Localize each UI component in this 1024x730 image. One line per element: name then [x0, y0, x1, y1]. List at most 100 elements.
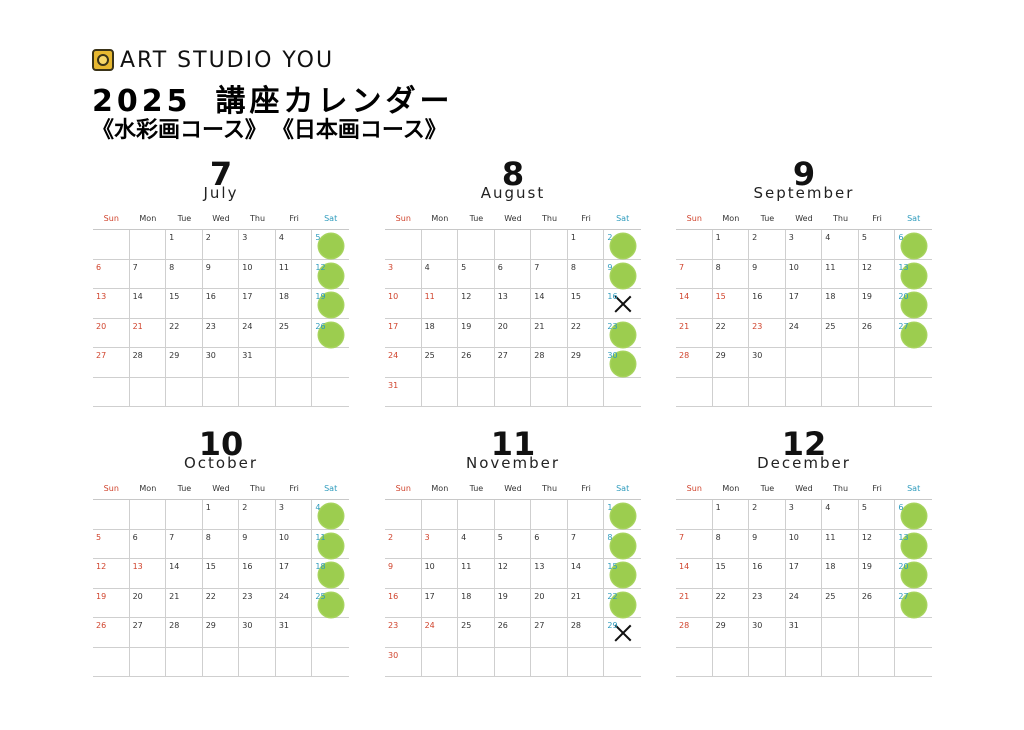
day-cell: 4 — [822, 230, 859, 259]
lesson-day-mark-icon — [319, 293, 344, 317]
day-number: 14 — [132, 292, 143, 301]
empty-day-cell — [495, 647, 532, 676]
weekday-label: Sun — [395, 214, 411, 223]
day-number: 13 — [898, 262, 909, 272]
empty-day-cell — [312, 618, 349, 647]
empty-day-cell — [895, 378, 932, 407]
day-number: 23 — [752, 591, 763, 601]
weekday-label: Sat — [907, 214, 921, 223]
day-cell: 4 — [822, 500, 859, 529]
day-number: 15 — [169, 292, 180, 301]
day-cell: 1 — [713, 230, 750, 259]
day-cell: 15 — [713, 289, 750, 318]
day-number: 21 — [169, 591, 180, 601]
day-number: 2 — [388, 532, 394, 542]
day-cell: 30 — [604, 348, 641, 377]
day-cell: 4 — [458, 529, 495, 558]
day-cell: 25 — [822, 318, 859, 347]
day-cell: 27 — [93, 348, 130, 377]
empty-day-cell — [786, 348, 823, 377]
day-cell: 7 — [130, 259, 167, 288]
day-number: 22 — [205, 591, 216, 601]
empty-day-cell — [93, 230, 130, 259]
day-number: 22 — [169, 321, 180, 331]
day-number: 5 — [861, 503, 867, 512]
day-cell: 26 — [859, 318, 896, 347]
lesson-day-mark-icon — [319, 263, 344, 288]
day-number: 8 — [570, 262, 576, 272]
day-number: 26 — [861, 321, 872, 331]
day-number: 16 — [242, 562, 253, 571]
weekday-label: Thu — [833, 214, 849, 223]
day-cell: 9 — [385, 559, 422, 588]
day-number: 23 — [242, 591, 253, 601]
day-cell: 29 — [713, 348, 750, 377]
day-number: 3 — [242, 233, 248, 242]
day-number: 3 — [388, 262, 394, 272]
empty-day-cell — [749, 647, 786, 676]
lesson-day-mark-icon — [902, 563, 927, 587]
day-number: 13 — [534, 562, 545, 571]
day-number: 29 — [715, 621, 726, 630]
day-number: 19 — [96, 591, 107, 601]
day-cell: 9 — [749, 529, 786, 558]
day-number: 4 — [315, 503, 321, 512]
day-cell: 29 — [713, 618, 750, 647]
day-cell: 23 — [604, 319, 641, 348]
day-number: 8 — [715, 532, 721, 542]
day-cell: 25 — [276, 318, 313, 347]
day-cell: 23 — [385, 618, 422, 647]
day-number: 24 — [424, 621, 435, 630]
day-cell: 17 — [422, 588, 459, 617]
week-row: 1 — [385, 500, 641, 530]
day-number: 27 — [497, 351, 508, 360]
empty-day-cell — [749, 377, 786, 406]
empty-day-cell — [676, 377, 713, 406]
empty-day-cell — [822, 618, 859, 647]
lesson-day-mark-icon — [902, 504, 927, 528]
day-cell: 31 — [276, 618, 313, 647]
day-number: 13 — [132, 562, 143, 571]
weekday-label: Thu — [250, 214, 266, 223]
day-cell: 3 — [786, 230, 823, 259]
day-number: 29 — [715, 351, 726, 360]
month-number: 9 — [792, 155, 816, 193]
day-cell: 24 — [239, 318, 276, 347]
day-cell: 23 — [749, 588, 786, 617]
day-cell: 21 — [166, 588, 203, 617]
day-cell: 26 — [312, 319, 349, 348]
weekday-label: Thu — [250, 484, 266, 493]
month-number: 8 — [501, 155, 525, 193]
day-number: 11 — [315, 532, 326, 542]
day-number: 3 — [424, 532, 430, 542]
day-cell: 23 — [203, 318, 240, 347]
calendar-year: 2025 — [92, 84, 192, 119]
day-number: 31 — [278, 621, 289, 630]
day-number: 24 — [278, 591, 289, 601]
day-number: 5 — [461, 262, 467, 272]
empty-day-cell — [458, 500, 495, 529]
empty-day-cell — [822, 348, 859, 377]
day-number: 26 — [461, 351, 472, 360]
month-name: December — [757, 454, 851, 472]
day-cell: 20 — [130, 588, 167, 617]
day-cell: 22 — [166, 318, 203, 347]
day-cell: 5 — [859, 500, 896, 529]
day-number: 17 — [278, 562, 289, 571]
day-cell: 2 — [604, 230, 641, 259]
studio-logo-icon — [92, 49, 114, 71]
lesson-day-mark-icon — [902, 592, 927, 617]
day-number: 24 — [788, 321, 799, 331]
day-cell: 20 — [895, 289, 932, 318]
day-cell: 29 — [604, 618, 641, 647]
empty-day-cell — [93, 377, 130, 406]
weekday-label: Sat — [907, 484, 921, 493]
day-cell: 11 — [458, 559, 495, 588]
day-cell: 22 — [713, 588, 750, 617]
day-number: 12 — [461, 292, 472, 301]
day-cell: 12 — [495, 559, 532, 588]
day-number: 4 — [461, 532, 467, 542]
